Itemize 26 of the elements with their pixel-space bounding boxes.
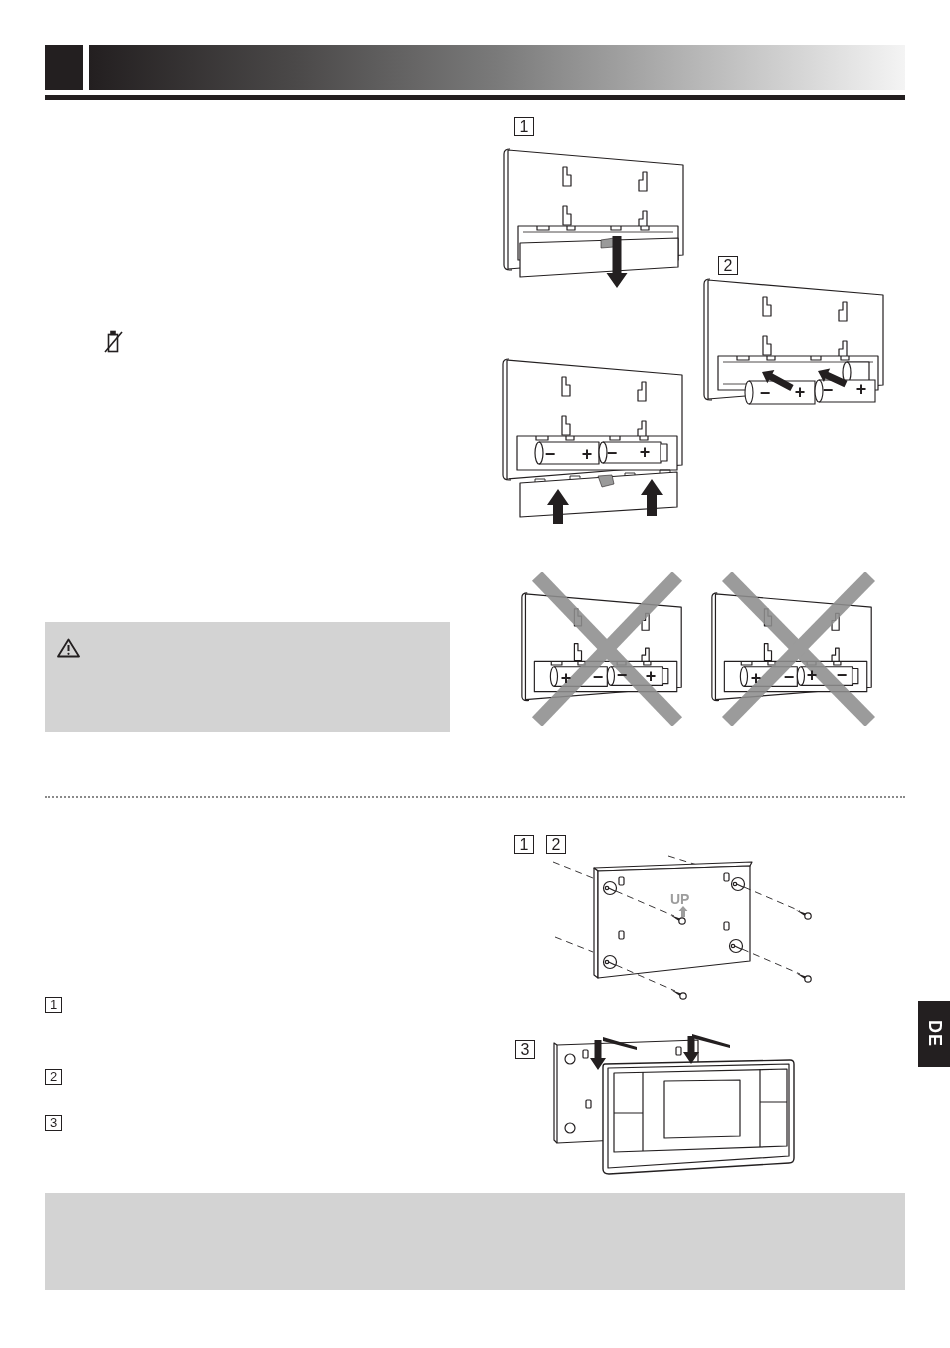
polarity-sign: −: [836, 667, 848, 683]
step-number: 3: [515, 1040, 535, 1059]
polarity-sign: −: [822, 382, 834, 398]
polarity-sign: +: [806, 667, 818, 683]
polarity-sign: +: [581, 446, 593, 462]
up-label: UP: [670, 892, 690, 906]
step-number: 1: [45, 997, 62, 1013]
step-number: 1: [514, 117, 534, 136]
polarity-sign: −: [544, 446, 556, 462]
polarity-sign: +: [794, 384, 806, 400]
polarity-sign: −: [606, 445, 618, 461]
polarity-sign: +: [750, 670, 762, 686]
step-number: 2: [718, 256, 738, 275]
polarity-sign: +: [639, 444, 651, 460]
step-number: 1: [514, 835, 534, 854]
polarity-sign: −: [759, 385, 771, 401]
polarity-sign: +: [855, 381, 867, 397]
language-tab: DE: [918, 1001, 950, 1067]
polarity-sign: −: [783, 669, 795, 685]
step-number: 2: [546, 835, 566, 854]
step-number: 3: [45, 1115, 62, 1131]
polarity-sign: −: [616, 667, 628, 683]
polarity-sign: −: [592, 669, 604, 685]
step-number: 2: [45, 1069, 62, 1085]
polarity-sign: +: [560, 670, 572, 686]
polarity-sign: +: [645, 668, 657, 684]
